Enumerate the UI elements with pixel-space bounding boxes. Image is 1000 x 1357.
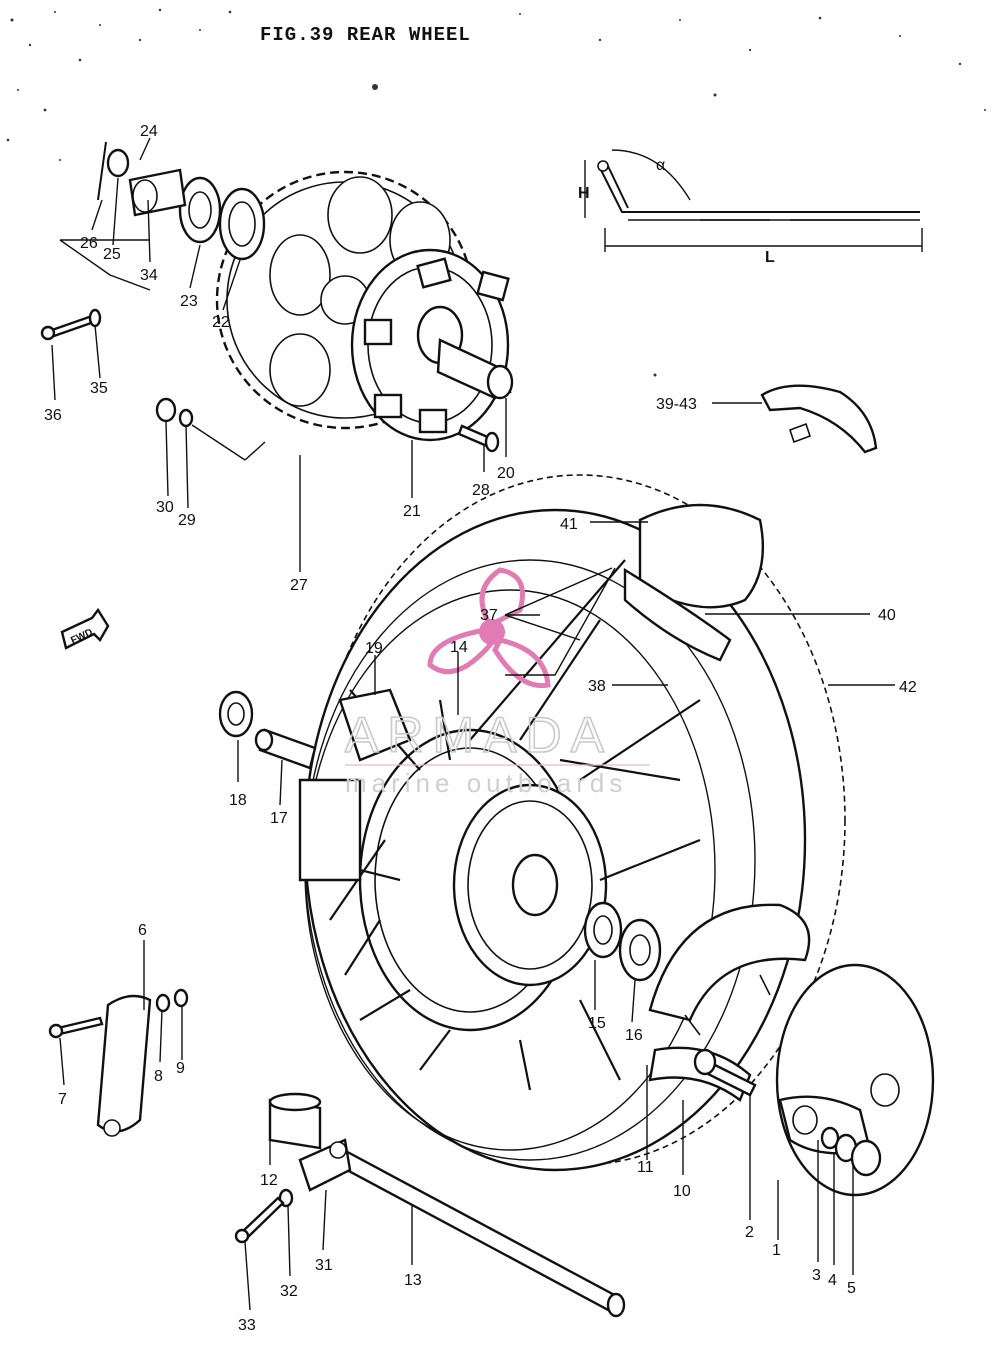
watermark: ARMADA marine outboards [344,567,650,798]
balance-weight [760,384,878,454]
callout-10: 10 [673,1183,691,1200]
sprocket-drum-hub [350,248,514,442]
callout-5: 5 [847,1280,856,1297]
watermark-tagline: marine outboards [345,768,627,798]
rear-sprocket [215,170,475,430]
callout-12: 12 [260,1172,278,1189]
callout-22: 22 [212,314,230,331]
callout-41: 41 [560,516,578,533]
dimension-length: L [765,249,775,266]
leader-lines [51,137,895,1311]
rear-wheel [303,474,846,1172]
callout-23: 23 [180,293,198,310]
callout-16: 16 [625,1027,643,1044]
scan-noise [6,8,986,377]
callout-3: 3 [812,1267,821,1284]
callout-34: 34 [140,267,158,284]
callout-20: 20 [497,465,515,482]
callout-27: 27 [290,577,308,594]
callout-38: 38 [588,678,606,695]
callout-35: 35 [90,380,108,397]
figure-title: FIG.39 REAR WHEEL [260,24,471,46]
callout-40: 40 [878,607,896,624]
callout-32: 32 [280,1283,298,1300]
watermark-logo-icon [427,567,551,689]
callout-6: 6 [138,922,147,939]
mud-guard [623,503,765,662]
left-hub-parts [218,688,412,882]
callout-25: 25 [103,246,121,263]
watermark-brand: ARMADA [345,707,613,763]
torque-arm [48,988,189,1137]
callout-1: 1 [772,1242,781,1259]
callout-9: 9 [176,1060,185,1077]
callout-33: 33 [238,1317,256,1334]
callout-13: 13 [404,1272,422,1289]
dimension-sketch: H L α [578,149,923,266]
callout-30: 30 [156,499,174,516]
callout-42: 42 [899,679,917,696]
callout-36: 36 [44,407,62,424]
sprocket-side-parts [40,141,500,453]
callout-28: 28 [472,482,490,499]
callout-4: 4 [828,1272,837,1289]
callout-26: 26 [80,235,98,252]
callout-8: 8 [154,1068,163,1085]
dimension-angle: α [656,157,665,174]
callout-15: 15 [588,1015,606,1032]
callout-21: 21 [403,503,421,520]
brake-panel [775,963,935,1197]
callout-37: 37 [480,607,498,624]
callout-39-43: 39-43 [656,396,697,413]
callout-24: 24 [140,123,158,140]
brake-shoes [648,903,811,1102]
callout-7: 7 [58,1091,67,1108]
forward-direction-marker: FWD [60,607,110,650]
dimension-height: H [578,185,590,202]
callout-19: 19 [365,640,383,657]
callout-2: 2 [745,1224,754,1241]
callout-11: 11 [637,1159,654,1176]
callout-14: 14 [450,639,468,656]
hub-bearings [583,901,662,982]
callout-17: 17 [270,810,288,827]
callout-18: 18 [229,792,247,809]
callout-29: 29 [178,512,196,529]
callout-31: 31 [315,1257,333,1274]
